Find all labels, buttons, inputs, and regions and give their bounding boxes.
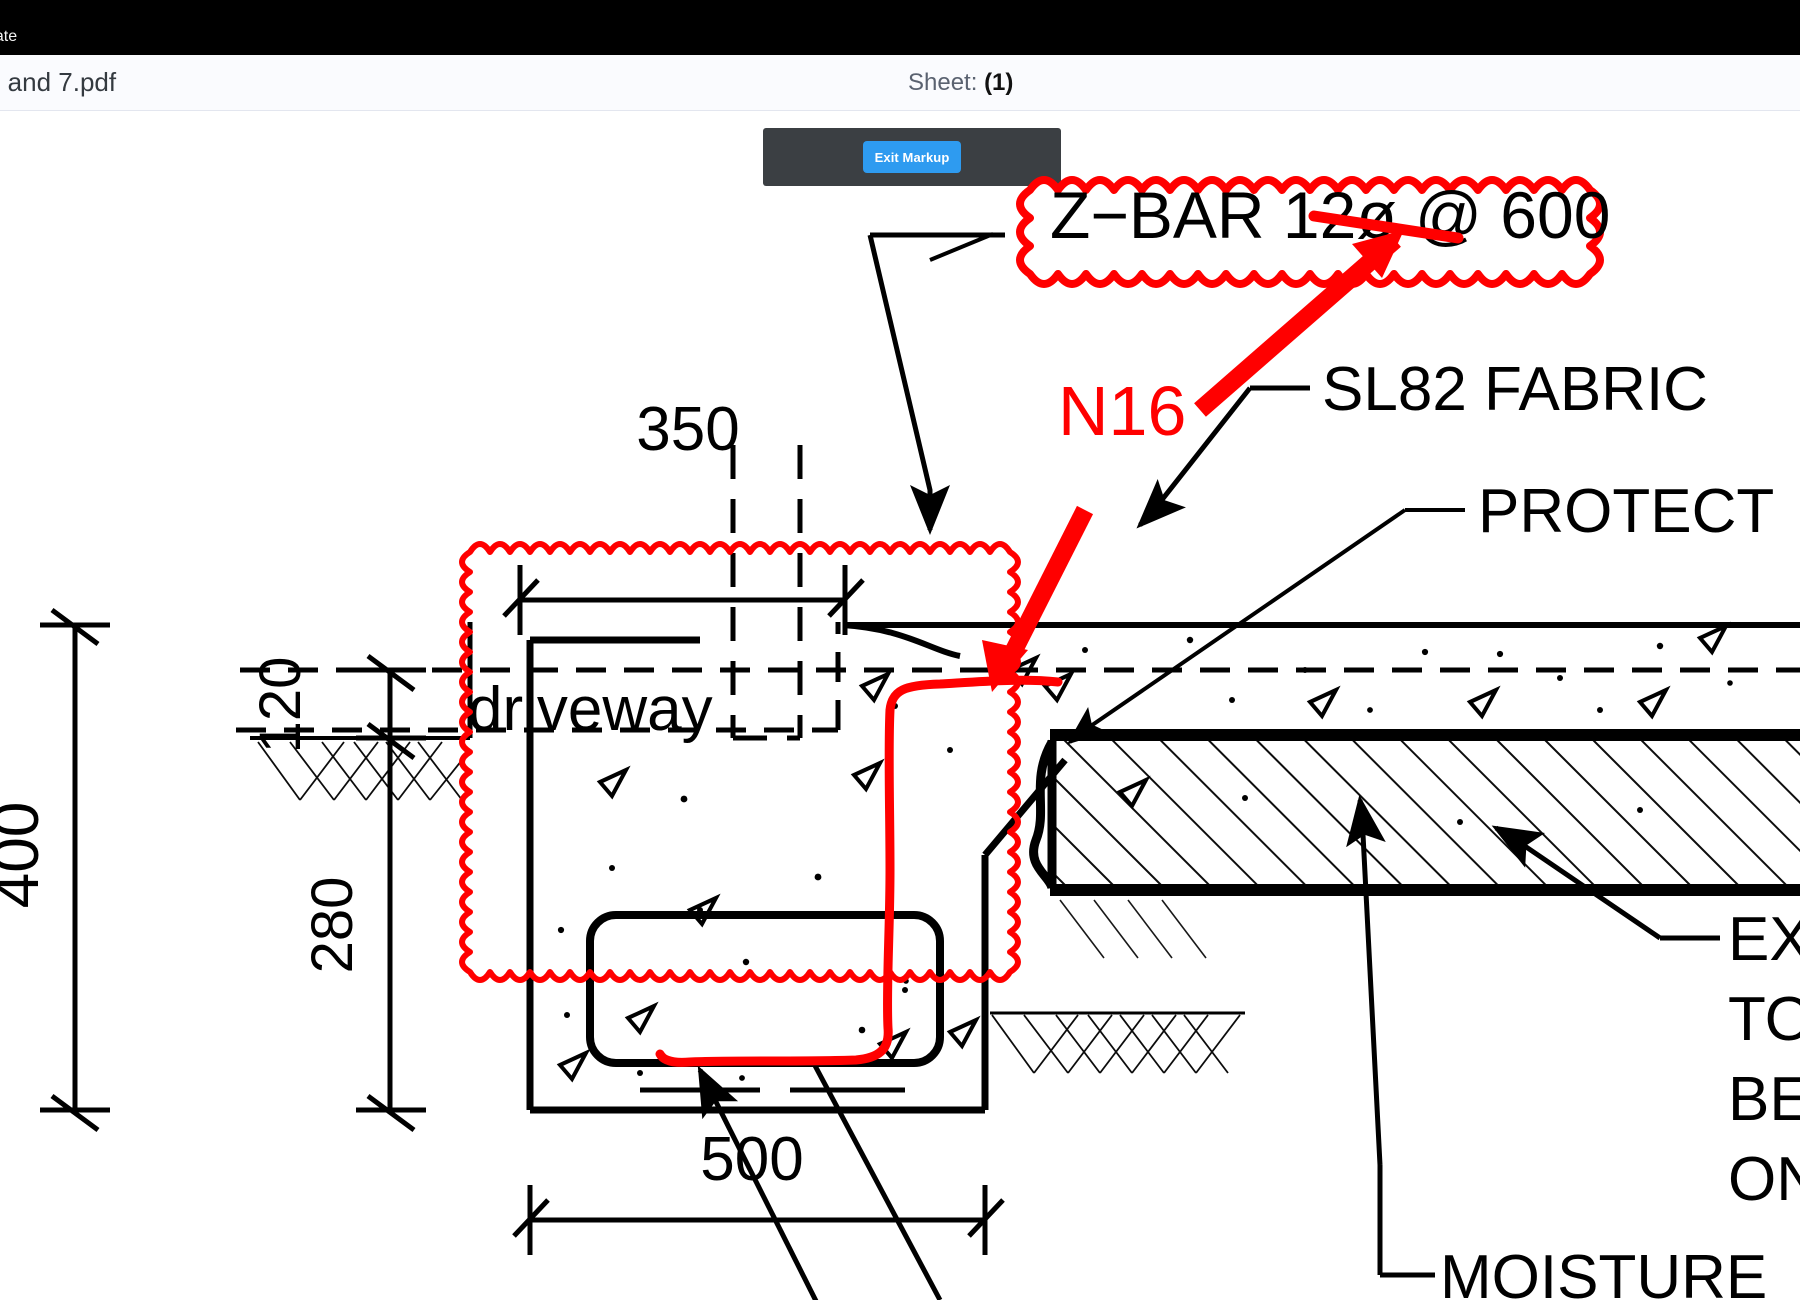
label-moisture: MOISTURE bbox=[1440, 1243, 1767, 1300]
label-ex: EX bbox=[1728, 905, 1800, 974]
markup-arrow-to-diameter-head bbox=[1352, 230, 1404, 278]
markup-cloud-zbar bbox=[1016, 176, 1604, 288]
markup-cloud-beam bbox=[459, 541, 1021, 983]
markup-strikethrough bbox=[1308, 210, 1464, 244]
label-protect: PROTECT bbox=[1478, 477, 1774, 546]
markup-toolbar: Exit Markup bbox=[763, 128, 1061, 186]
sheet-label: Sheet: bbox=[908, 69, 978, 96]
dimension-400: 400 bbox=[0, 802, 52, 909]
dimension-lines bbox=[40, 565, 1005, 1255]
label-be: BE bbox=[1728, 1065, 1800, 1134]
markup-layer: Z−BAR 12ø @ 600 N16 bbox=[459, 176, 1610, 1067]
markup-arrow-to-diameter bbox=[1194, 233, 1401, 417]
dimension-500: 500 bbox=[700, 1125, 803, 1194]
label-sl82-fabric: SL82 FABRIC bbox=[1322, 355, 1708, 424]
cad-labels: driveway SL82 FABRIC PROTECT EX TO BE ON… bbox=[468, 355, 1800, 1300]
label-driveway: driveway bbox=[468, 675, 713, 744]
sheet-number: (1) bbox=[984, 69, 1014, 96]
markup-rebar-sketch bbox=[655, 675, 1063, 1067]
sheet-indicator: Sheet: (1) bbox=[908, 69, 1013, 97]
label-to: TO bbox=[1728, 985, 1800, 1054]
title-bar: imate bbox=[0, 0, 1800, 55]
drawing-canvas[interactable]: 400 120 280 350 500 bbox=[0, 110, 1800, 1300]
dimension-text: 400 120 280 350 500 bbox=[0, 395, 804, 1194]
app-title: imate bbox=[0, 28, 18, 45]
exit-markup-button[interactable]: Exit Markup bbox=[863, 141, 961, 173]
label-on: ON bbox=[1728, 1145, 1800, 1214]
cad-geometry bbox=[236, 445, 1800, 1114]
leader-lines bbox=[697, 232, 1720, 1300]
dimension-120: 120 bbox=[248, 657, 313, 754]
markup-label-n16: N16 bbox=[1058, 372, 1186, 450]
document-filename: 4 and 7.pdf bbox=[0, 67, 117, 97]
dimension-350: 350 bbox=[636, 395, 739, 464]
document-bar: 4 and 7.pdf Sheet: (1) bbox=[0, 55, 1800, 111]
dimension-280: 280 bbox=[300, 877, 365, 974]
